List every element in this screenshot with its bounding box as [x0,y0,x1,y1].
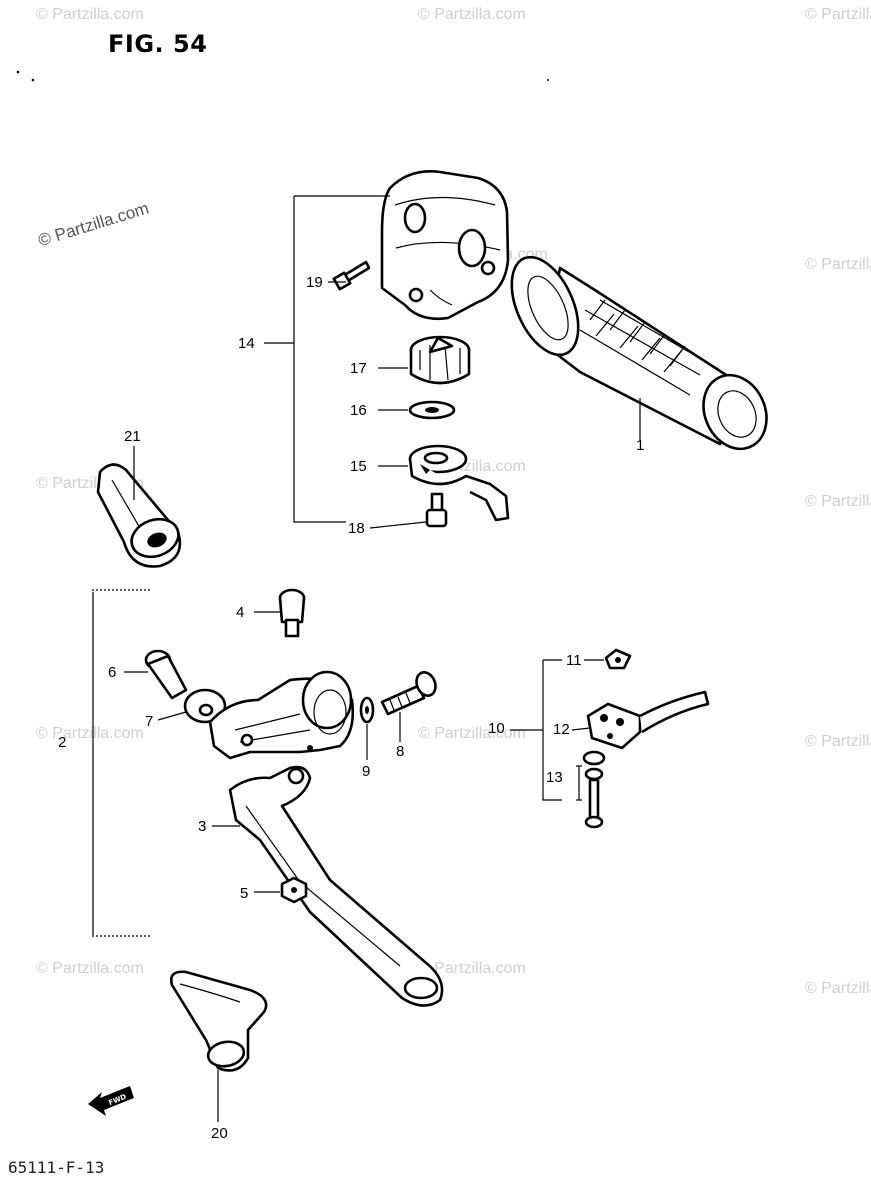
watermark: © Partzilla.com [418,6,526,23]
label-part-14: 14 [238,335,255,352]
cable-holder-12 [586,690,710,750]
label-part-1: 1 [636,437,645,454]
screw-13 [582,750,606,829]
throttle-pulley-17 [409,335,471,385]
label-part-16: 16 [350,402,367,419]
label-part-11: 11 [566,652,582,669]
bolt-6 [144,649,188,700]
pivot-bolt-4 [278,588,306,638]
watermark: © Partzilla.com [36,725,144,742]
label-part-12: 12 [553,721,570,738]
label-part-19: 19 [306,274,323,291]
washer-16 [408,400,456,420]
lever-boot-20 [170,970,268,1072]
screw-19 [332,260,371,291]
fwd-arrow-icon [88,1086,134,1116]
watermark: © Partzilla.com [36,960,144,977]
lever-bracket [208,670,355,760]
label-part-4: 4 [236,604,245,621]
label-part-17: 17 [350,360,367,377]
watermark: © Partzilla.com [805,733,871,750]
figure-code: 65111-F-13 [8,1158,105,1177]
nut-5 [280,876,308,904]
figure-title: FIG. 54 [108,30,208,58]
screw-18 [425,492,448,528]
label-part-18: 18 [348,520,365,537]
label-part-10: 10 [488,720,505,737]
bolt-8 [380,671,437,716]
label-part-20: 20 [211,1125,228,1142]
label-part-13: 13 [546,769,563,786]
handlebar-grip [510,255,768,451]
watermark: © Partzilla.com [805,493,871,510]
label-part-8: 8 [396,743,405,760]
label-part-2: 2 [58,734,67,751]
clip-11 [604,648,632,670]
label-part-3: 3 [198,818,207,835]
watermark: © Partzilla.com [805,980,871,997]
boot-cover-21 [96,463,182,568]
watermark: © Partzilla.com [418,725,526,742]
label-part-15: 15 [350,458,367,475]
clutch-lever-3 [228,765,444,1007]
label-part-6: 6 [108,664,117,681]
watermark: © Partzilla.com [805,256,871,273]
label-part-21: 21 [124,428,141,445]
label-part-5: 5 [240,885,249,902]
throttle-housing [380,170,510,320]
watermark: © Partzilla.com [418,960,526,977]
washer-9 [359,696,375,724]
watermark: © Partzilla.com [805,6,871,23]
bracket-15 [408,444,510,522]
label-part-7: 7 [145,713,154,730]
label-part-9: 9 [362,763,371,780]
watermark: © Partzilla.com [36,6,144,23]
collar-7 [183,688,227,724]
